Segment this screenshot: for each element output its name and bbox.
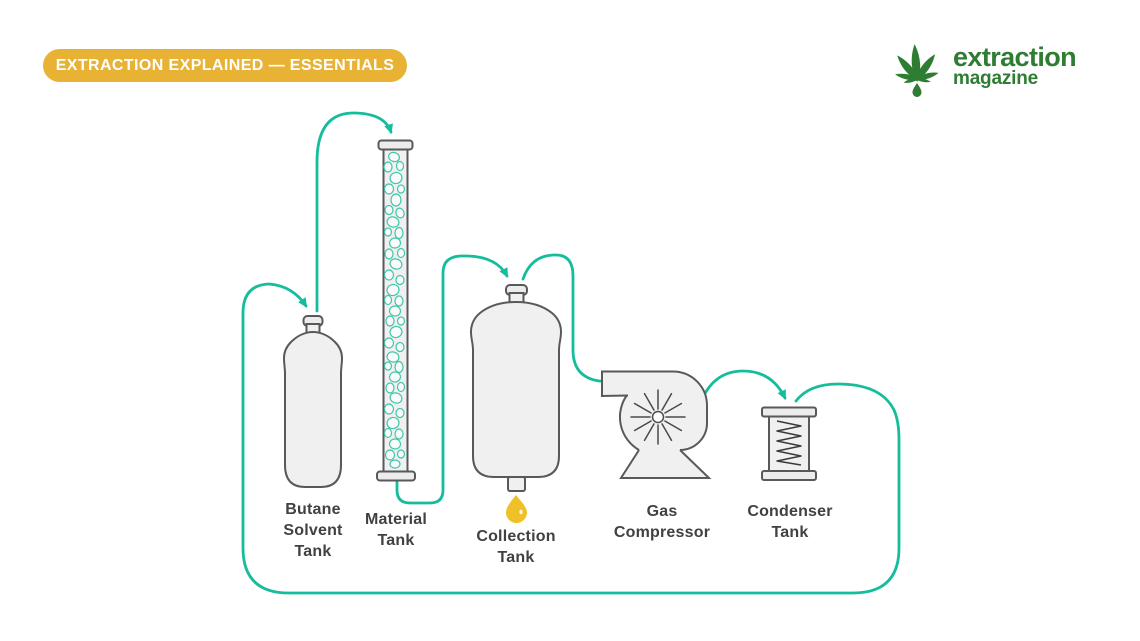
condenser-tank: Condenser Tank — [747, 406, 832, 541]
pipe-butane-to-material — [315, 111, 393, 313]
pipe-network — [241, 111, 901, 595]
compressor-casing — [602, 371, 707, 450]
compressor-casing-outline — [601, 370, 708, 451]
pipe-compressor-to-condenser — [701, 369, 787, 400]
component-label: Collection — [476, 528, 555, 545]
logo-wordmark: extraction magazine — [953, 41, 1077, 89]
pipe-material-to-collection — [395, 254, 509, 505]
gas-compressor: Gas Compressor — [601, 370, 712, 541]
butane-solvent-tank: Butane Solvent Tank — [282, 315, 344, 560]
component-label: Tank — [295, 543, 332, 560]
compressor-base-outline — [619, 449, 712, 479]
leaf-drop-icon — [912, 83, 922, 97]
component-label: Material — [365, 511, 427, 528]
oil-drop-icon — [506, 495, 527, 523]
material-tank: Material Tank — [365, 139, 427, 549]
condenser-coil-icon — [776, 420, 802, 466]
component-label: Tank — [498, 549, 535, 566]
column-bottom-cap — [376, 470, 416, 482]
component-label: Tank — [378, 532, 415, 549]
cannabis-leaf-icon — [895, 44, 939, 97]
pipe-collection-to-compressor — [521, 253, 627, 387]
condenser-bottom-cap — [761, 470, 817, 481]
component-label: Gas — [647, 503, 678, 520]
logo-word-top: extraction — [953, 41, 1077, 72]
fan-spokes-icon — [630, 389, 686, 445]
collection-tank: Collection Tank — [469, 284, 563, 566]
component-label: Condenser — [747, 503, 832, 520]
tank-body — [282, 330, 344, 488]
component-label: Tank — [772, 524, 809, 541]
component-label: Solvent — [283, 522, 343, 539]
oil-drop-highlight — [519, 509, 523, 515]
component-label: Compressor — [614, 524, 710, 541]
title-badge: EXTRACTION EXPLAINED — ESSENTIALS — [43, 49, 407, 82]
condenser-top-cap — [761, 406, 817, 418]
component-label: Butane — [285, 501, 340, 518]
tank-body — [469, 300, 563, 478]
column-top-cap — [377, 139, 414, 151]
tank-spout — [507, 476, 526, 492]
pipe-return-loop — [241, 282, 901, 595]
fan-hub — [651, 410, 665, 424]
compressor-housing-arc — [618, 394, 640, 451]
plant-material-pebbles — [383, 151, 406, 469]
logo-word-bottom: magazine — [953, 67, 1038, 89]
brand-logo: extraction magazine — [887, 33, 1077, 97]
